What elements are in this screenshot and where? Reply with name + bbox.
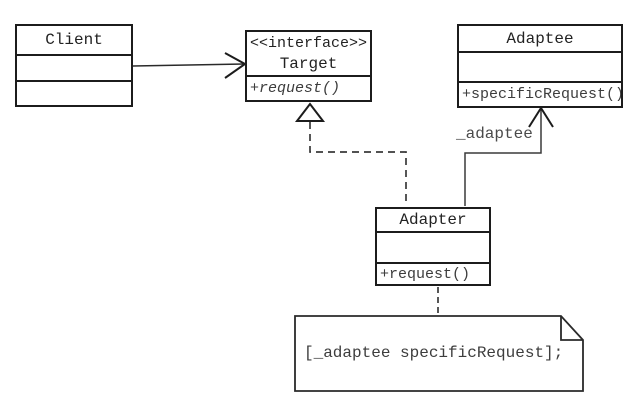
class-name-adaptee: Adaptee [506,29,574,48]
class-name-target: Target [279,54,338,73]
adaptee-role-label: _adaptee [456,125,533,143]
adapter-method-request: +request() [377,262,489,284]
target-title-compartment: <<interface>> Target [247,32,370,75]
class-box-adapter: Adapter +request() [375,207,491,286]
adapter-attributes-compartment [377,231,489,262]
hollow-triangle-arrowhead-icon [294,102,326,122]
class-name-client: Client [45,31,103,49]
note-shape [294,315,584,392]
client-methods-compartment [17,80,131,105]
class-box-adaptee: Adaptee +specificRequest() [457,24,623,108]
class-box-client: Client [15,24,133,107]
client-attributes-compartment [17,54,131,80]
adaptee-method-specificrequest: +specificRequest() [459,81,621,106]
open-arrowhead-icon [528,106,554,128]
note-fold-icon [560,316,583,341]
note-text: [_adaptee specificRequest]; [304,344,564,362]
class-box-target: <<interface>> Target +request() [245,30,372,102]
adaptee-attributes-compartment [459,51,621,81]
class-name-adapter: Adapter [399,211,467,229]
open-arrowhead-icon [224,52,247,79]
target-method-request: +request() [247,75,370,100]
target-stereotype: <<interface>> [249,34,368,52]
edge-client-to-target [132,52,247,79]
edge-adapter-to-adaptee [464,106,554,206]
edge-adapter-realizes-target [294,102,407,206]
